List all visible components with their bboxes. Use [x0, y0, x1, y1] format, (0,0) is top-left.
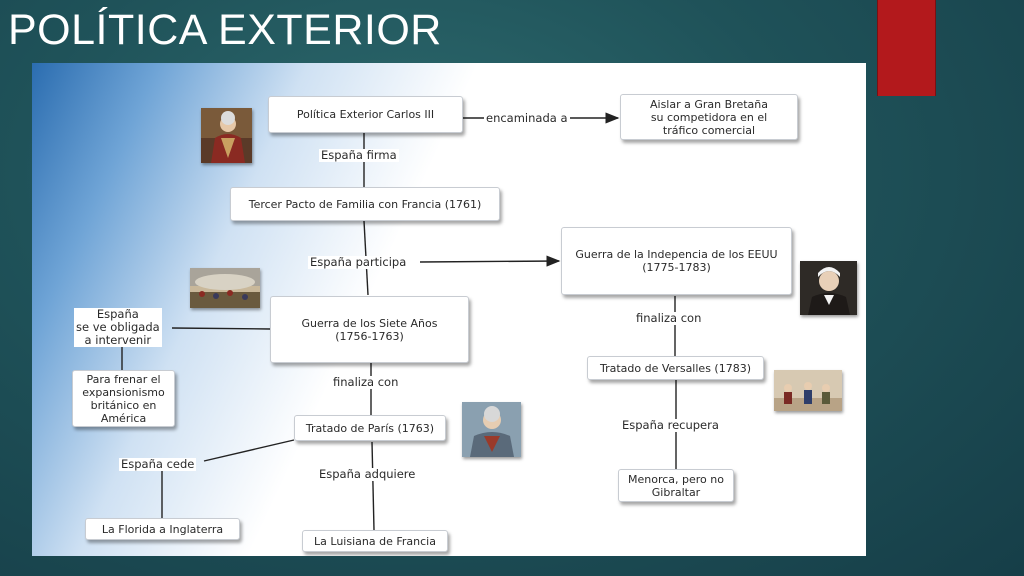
node-tratado-versalles: Tratado de Versalles (1783) [587, 356, 764, 380]
washington-portrait-icon [800, 261, 857, 315]
label-finaliza-con-eeuu: finaliza con [634, 311, 704, 325]
carlos-portrait-icon [201, 108, 252, 163]
line-paris-to-luisiana [371, 441, 375, 531]
concept-map-panel: Política Exterior Carlos III Aislar a Gr… [32, 63, 866, 556]
line-paris-to-cede [203, 439, 295, 462]
label-espana-firma: España firma [319, 148, 399, 162]
versailles-scene-icon [774, 370, 842, 411]
slide-title: POLÍTICA EXTERIOR [8, 6, 442, 54]
label-espana-recupera: España recupera [620, 418, 721, 432]
label-espana-cede: España cede [119, 457, 197, 471]
node-frenar-expansionismo: Para frenar el expansionismo británico e… [72, 370, 175, 427]
battle-painting-icon [190, 268, 260, 308]
label-finaliza-con-siete: finaliza con [331, 375, 401, 389]
label-espana-se-ve-obligada: España se ve obligada a intervenir [74, 307, 162, 347]
line-participa-to-eeuu [419, 255, 561, 267]
label-encaminada-a: encaminada a [484, 111, 570, 125]
node-tercer-pacto: Tercer Pacto de Familia con Francia (176… [230, 187, 500, 221]
connector-lines [121, 112, 677, 531]
label-espana-adquiere: España adquiere [317, 467, 418, 481]
minister-portrait-icon [462, 402, 521, 457]
node-guerra-independencia-eeuu: Guerra de la Indepencia de los EEUU (177… [561, 227, 792, 295]
node-aislar-gran-bretana: Aislar a Gran Bretaña su competidora en … [620, 94, 798, 140]
node-guerra-siete-anos: Guerra de los Siete Años (1756-1763) [270, 296, 469, 363]
accent-bar [877, 0, 936, 96]
node-tratado-paris: Tratado de París (1763) [294, 415, 446, 441]
node-menorca: Menorca, pero no Gibraltar [618, 469, 734, 502]
node-la-luisiana: La Luisiana de Francia [302, 530, 448, 552]
node-politica-carlos-iii: Política Exterior Carlos III [268, 96, 463, 133]
label-espana-participa: España participa [308, 255, 409, 269]
node-la-florida: La Florida a Inglaterra [85, 518, 240, 540]
line-siete-to-obligada [171, 327, 271, 330]
